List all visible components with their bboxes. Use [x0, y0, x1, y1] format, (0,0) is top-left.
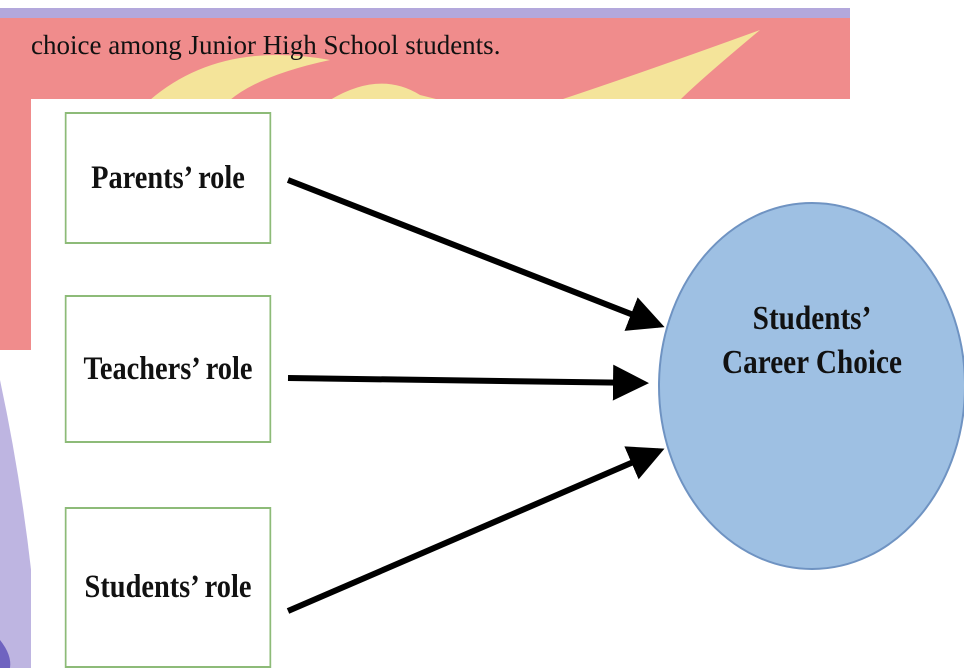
outcome-circle: [658, 202, 964, 570]
outcome-label-line2: Career Choice: [722, 344, 902, 381]
arrow-teachers: [287, 364, 649, 401]
outcome-label-line1: Students’: [752, 300, 872, 337]
seal-wing-mid: [330, 83, 440, 100]
teachers-role-label: Teachers’ role: [83, 350, 253, 387]
seal-wing-right: [560, 30, 760, 100]
seal-wing-left: [150, 55, 330, 100]
students-role-box: Students’ role: [64, 507, 272, 668]
students-role-label: Students’ role: [84, 569, 252, 605]
parents-role-box: Parents’ role: [64, 112, 272, 244]
arrows-layer: [286, 177, 964, 614]
teachers-role-box: Teachers’ role: [64, 295, 272, 443]
seal-ring-fragment: [0, 640, 11, 668]
conceptual-framework-diagram: Parents’ role Teachers’ role Students’ r…: [31, 99, 964, 668]
arrow-parents: [286, 177, 665, 331]
parents-role-label: Parents’ role: [91, 159, 245, 196]
seal-ring-left: [0, 380, 40, 668]
caption-text: choice among Junior High School students…: [31, 30, 501, 60]
seal-ring: [0, 8, 850, 20]
outcome-label: Students’ Career Choice: [700, 297, 924, 385]
seal-red-left: [0, 100, 31, 350]
arrow-students: [286, 446, 665, 614]
